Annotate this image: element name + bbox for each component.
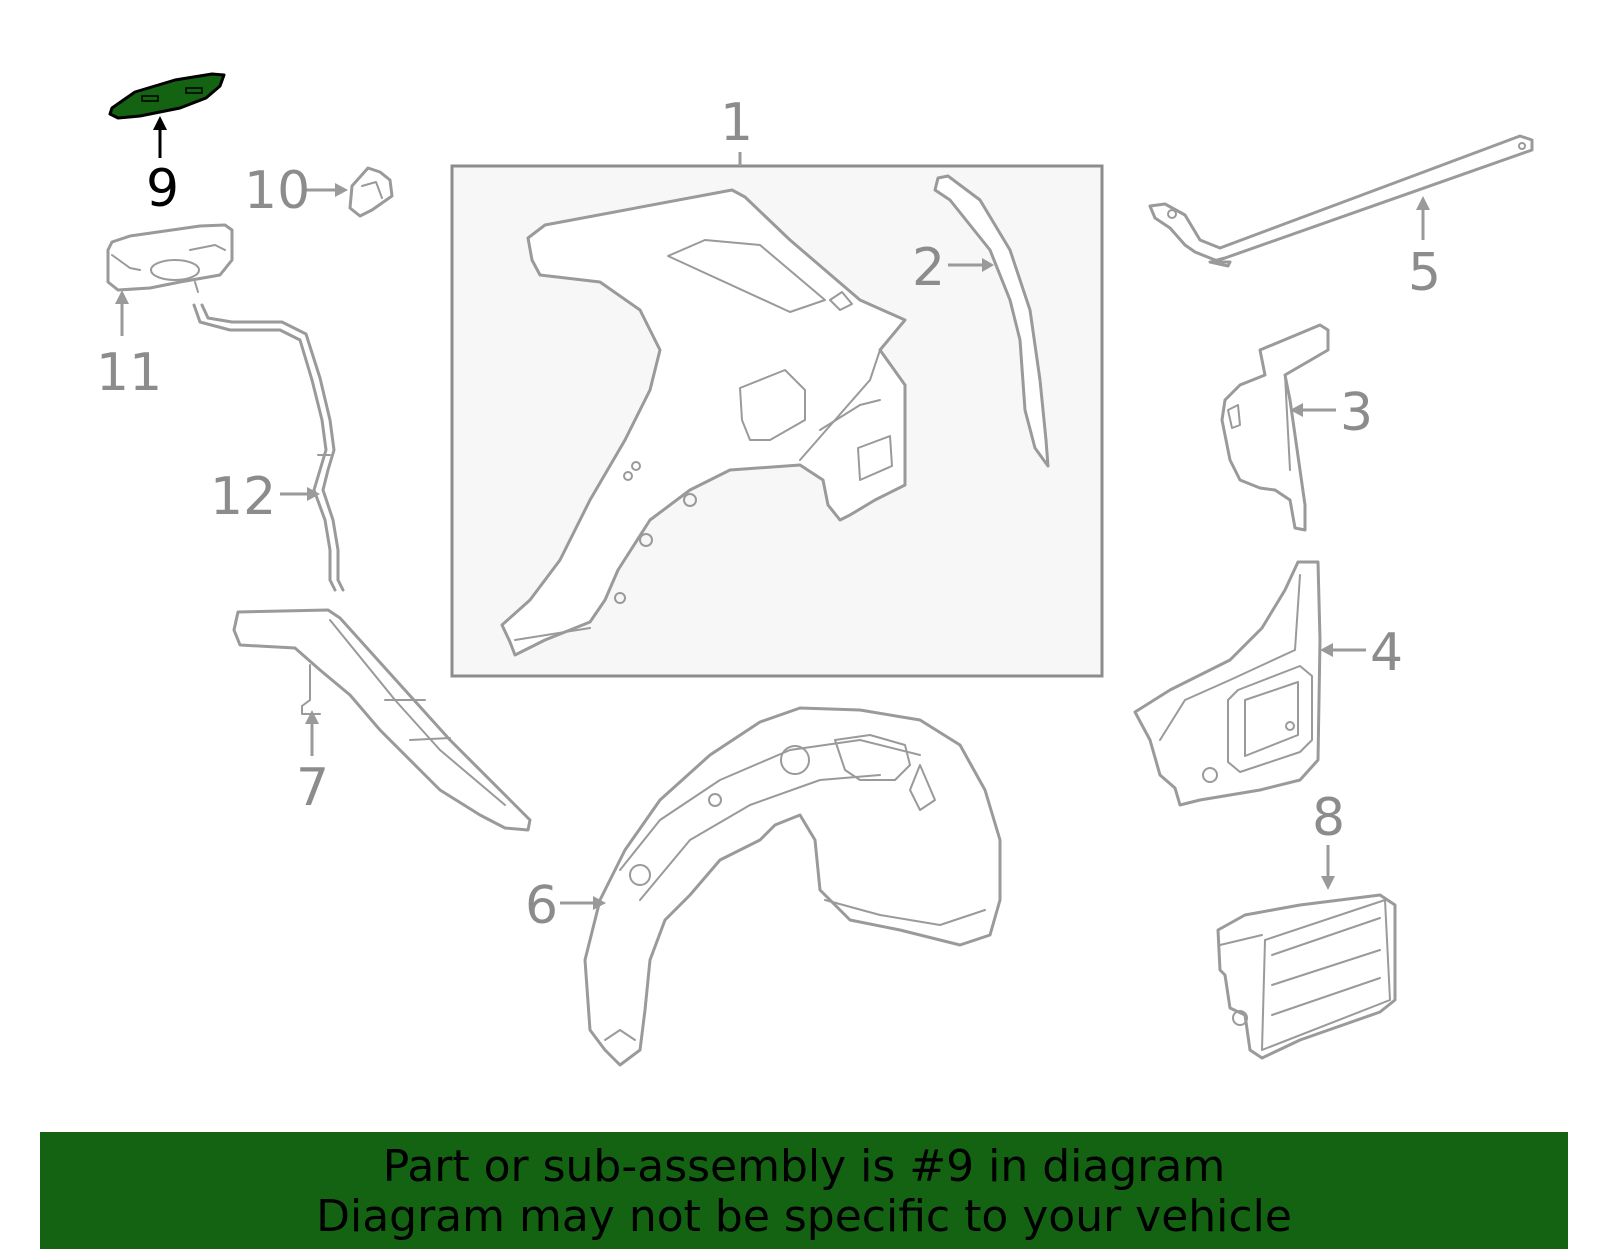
callout-12[interactable]: 12 <box>210 467 276 527</box>
callout-4-arrowhead <box>1320 643 1333 657</box>
part-12-hose[interactable] <box>192 303 345 592</box>
callout-9[interactable]: 9 <box>146 159 179 219</box>
callout-5[interactable]: 5 <box>1408 243 1441 303</box>
part-11-housing[interactable] <box>106 223 234 293</box>
part-5-brace[interactable] <box>1148 134 1534 268</box>
part-4-inner-panel[interactable] <box>1133 560 1322 807</box>
part-9-seal-highlighted[interactable] <box>108 72 226 120</box>
part-2-reinforcement[interactable] <box>933 174 1050 468</box>
part-6-wheel-liner[interactable] <box>583 706 1002 1067</box>
part-8-fuel-door[interactable] <box>1216 893 1397 1060</box>
part-3-bracket[interactable] <box>1220 323 1330 532</box>
part-10-clip[interactable] <box>348 166 394 218</box>
callout-3[interactable]: 3 <box>1340 383 1373 443</box>
callout-6-arrowhead <box>593 896 606 910</box>
callout-7[interactable]: 7 <box>296 758 329 818</box>
callout-12-arrowhead <box>307 487 320 501</box>
callout-1[interactable]: 1 <box>720 93 753 153</box>
part-1-quarter-panel[interactable] <box>500 188 907 657</box>
footer-disclaimer: Diagram may not be specific to your vehi… <box>316 1191 1292 1242</box>
footer-banner: Part or sub-assembly is #9 in diagram Di… <box>40 1132 1568 1249</box>
callout-8[interactable]: 8 <box>1312 788 1345 848</box>
callout-10[interactable]: 10 <box>244 161 310 221</box>
callout-10-arrowhead <box>335 183 348 197</box>
callout-3-arrowhead <box>1290 403 1303 417</box>
callout-7-arrowhead <box>305 710 319 724</box>
callout-11-arrowhead <box>115 290 129 304</box>
part-7-extension[interactable] <box>232 608 532 832</box>
callout-2-arrowhead <box>982 258 994 272</box>
callout-9-arrowhead <box>153 116 167 130</box>
footer-part-note: Part or sub-assembly is #9 in diagram <box>382 1141 1226 1192</box>
callout-5-arrowhead <box>1416 196 1430 210</box>
callout-2[interactable]: 2 <box>912 238 945 298</box>
callout-8-arrowhead <box>1321 876 1335 890</box>
callout-6[interactable]: 6 <box>525 876 558 936</box>
callout-11[interactable]: 11 <box>96 343 162 403</box>
callout-4[interactable]: 4 <box>1370 623 1403 683</box>
